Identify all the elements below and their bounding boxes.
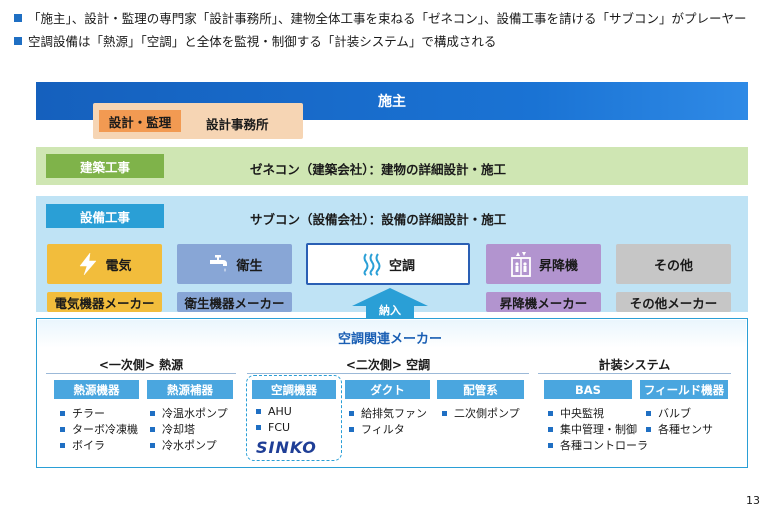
construction-label: 建築工事 <box>46 154 164 178</box>
bullet-square-icon <box>14 36 22 45</box>
page-number: 13 <box>746 494 760 507</box>
owner-label: 施主 <box>378 94 406 110</box>
bullet-1-text: 「施主」、設計・監理の専門家「設計事務所」、建物全体工事を束ねる「ゼネコン」、設… <box>28 11 747 26</box>
tile-other: その他 <box>616 244 731 284</box>
bullet-icon <box>548 442 553 448</box>
lightning-icon <box>79 252 98 276</box>
sinko-logo: SINKO <box>256 438 317 457</box>
list-item: AHU <box>256 405 292 418</box>
group-piping: 配管系 <box>437 380 524 399</box>
bullet-icon <box>150 410 155 416</box>
list-item: ターボ冷凍機 <box>60 421 138 437</box>
tile-sanitary-label: 衛生 <box>236 258 263 274</box>
tile-electric: 電気 <box>47 244 162 284</box>
bullet-icon <box>349 426 354 432</box>
construction-text: ゼネコン（建築会社）：建物の詳細設計・施工 <box>250 162 507 177</box>
list-item: 集中管理・制御 <box>548 421 637 437</box>
bullet-1: 「施主」、設計・監理の専門家「設計事務所」、建物全体工事を束ねる「ゼネコン」、設… <box>14 8 747 27</box>
tile-sanitary: 衛生 <box>177 244 292 284</box>
bullet-icon <box>150 426 155 432</box>
list-item: バルブ <box>646 405 691 421</box>
bullet-icon <box>60 426 65 432</box>
bullet-icon <box>646 410 651 416</box>
tile-other-label: その他 <box>653 258 693 274</box>
list-item: 各種センサ <box>646 421 713 437</box>
list-item: 冷水ポンプ <box>150 437 217 453</box>
instrument-section-title: 計装システム <box>538 356 731 374</box>
sinko-logo-text: SINKO <box>256 438 317 457</box>
bullet-icon <box>349 410 354 416</box>
group-ac-equipment: 空調機器 <box>252 380 336 399</box>
bullet-icon <box>548 410 553 416</box>
group-bas: BAS <box>544 380 632 399</box>
tile-elevator: 昇降機 <box>486 244 601 284</box>
maker-elevator: 昇降機メーカー <box>486 292 601 312</box>
bullet-icon <box>256 425 261 430</box>
bullet-2-text: 空調設備は「熱源」「空調」と全体を監視・制御する「計装システム」で構成される <box>28 34 497 49</box>
maker-electric: 電気機器メーカー <box>47 292 162 312</box>
maker-sanitary: 衛生機器メーカー <box>177 292 292 312</box>
list-item: 中央監視 <box>548 405 604 421</box>
tile-electric-label: 電気 <box>105 258 132 274</box>
bullet-2: 空調設備は「熱源」「空調」と全体を監視・制御する「計装システム」で構成される <box>14 31 496 50</box>
elevator-icon <box>511 252 531 277</box>
list-item: フィルタ <box>349 421 405 437</box>
sinko-highlight-frame <box>246 375 342 461</box>
bullet-icon <box>646 426 651 432</box>
hvac-makers-title: 空調関連メーカー <box>337 332 442 347</box>
design-label: 設計・監理 <box>99 110 181 132</box>
faucet-icon <box>210 255 228 272</box>
group-heat-source: 熱源機器 <box>54 380 139 399</box>
list-item: 冷却塔 <box>150 421 195 437</box>
list-item: 給排気ファン <box>349 405 427 421</box>
primary-section-title: <一次側> 熱源 <box>46 356 236 374</box>
tile-hvac-label: 空調 <box>388 258 415 274</box>
group-field-devices: フィールド機器 <box>640 380 728 399</box>
list-item: 冷温水ポンプ <box>150 405 228 421</box>
bullet-icon <box>60 410 65 416</box>
list-item: FCU <box>256 421 290 434</box>
bullet-icon <box>256 409 261 414</box>
tile-hvac: 空調 <box>306 243 470 285</box>
delivery-arrow-icon <box>352 288 428 324</box>
list-item: ボイラ <box>60 437 105 453</box>
equipment-label: 設備工事 <box>46 204 164 228</box>
bullet-icon <box>60 442 65 448</box>
hvac-makers-header-bg <box>38 320 746 348</box>
bullet-icon <box>442 410 447 416</box>
tile-elevator-label: 昇降機 <box>538 258 578 274</box>
group-duct: ダクト <box>345 380 430 399</box>
group-heat-aux: 熱源補器 <box>147 380 233 399</box>
list-item: チラー <box>60 405 105 421</box>
bullet-icon <box>150 442 155 448</box>
delivery-label: 納入 <box>379 304 401 317</box>
equipment-text: サブコン（設備会社）：設備の詳細設計・施工 <box>250 212 507 227</box>
bullet-square-icon <box>14 13 22 22</box>
list-item: 各種コントローラ <box>548 437 648 453</box>
secondary-section-title: <二次側> 空調 <box>247 356 529 374</box>
bullet-icon <box>548 426 553 432</box>
heat-wave-icon <box>363 253 381 276</box>
list-item: 二次側ポンプ <box>442 405 520 421</box>
maker-other: その他メーカー <box>616 292 731 312</box>
design-office-text: 設計事務所 <box>206 117 269 132</box>
